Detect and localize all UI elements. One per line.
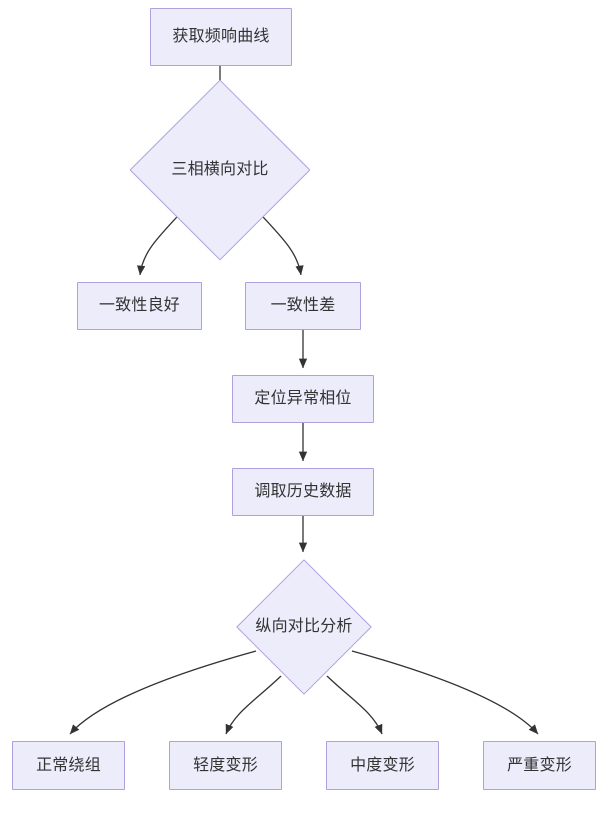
- edge-d2-to-n8: [326, 675, 383, 735]
- edge-d2-to-n7: [225, 675, 282, 735]
- node-n2-process[interactable]: 一致性良好: [77, 282, 202, 330]
- node-n3-process[interactable]: 一致性差: [245, 282, 361, 330]
- node-n7-process[interactable]: 轻度变形: [169, 741, 282, 790]
- node-label: 三相横向对比: [171, 161, 269, 178]
- node-label: 一致性良好: [98, 297, 180, 314]
- node-label: 轻度变形: [193, 756, 258, 774]
- edge-d2-to-n6: [69, 650, 257, 735]
- node-d1-decision[interactable]: 三相横向对比: [129, 79, 311, 261]
- node-label: 获取频响曲线: [172, 28, 270, 45]
- node-label: 中度变形: [350, 756, 415, 774]
- node-n1-process[interactable]: 获取频响曲线: [150, 8, 292, 66]
- node-d2-decision[interactable]: 纵向对比分析: [236, 559, 372, 695]
- edge-d2-to-n9: [351, 650, 539, 735]
- node-label: 严重变形: [507, 756, 572, 774]
- node-label: 纵向对比分析: [255, 618, 353, 635]
- node-label: 调取历史数据: [254, 483, 352, 500]
- node-label: 正常绕组: [36, 756, 101, 774]
- node-label: 定位异常相位: [254, 390, 352, 407]
- node-n5-process[interactable]: 调取历史数据: [232, 468, 374, 516]
- node-n4-process[interactable]: 定位异常相位: [232, 375, 374, 423]
- node-label: 一致性差: [270, 297, 336, 314]
- node-n6-process[interactable]: 正常绕组: [12, 741, 125, 790]
- node-n9-process[interactable]: 严重变形: [483, 741, 596, 790]
- node-n8-process[interactable]: 中度变形: [326, 741, 439, 790]
